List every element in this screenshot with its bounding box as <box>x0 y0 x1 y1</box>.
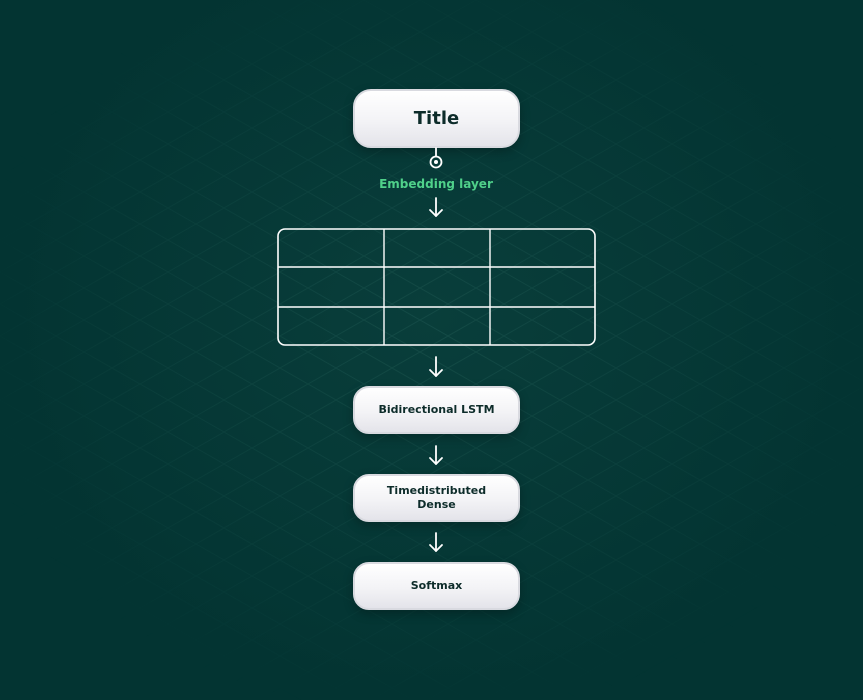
softmax-label: Softmax <box>410 579 463 592</box>
bidirectional-lstm-node: Bidirectional LSTM <box>353 386 520 434</box>
softmax-node: Softmax <box>353 562 520 610</box>
timedistributed-dense-node: Timedistributed Dense <box>353 474 520 522</box>
title-node: Title <box>353 89 520 148</box>
title-node-label: Title <box>413 108 460 129</box>
timedistributed-dense-label: Timedistributed Dense <box>386 484 487 511</box>
embedding-layer-label: Embedding layer <box>379 177 493 191</box>
embedding-grid-border <box>277 228 596 346</box>
embedding-grid <box>277 228 596 346</box>
bidirectional-lstm-label: Bidirectional LSTM <box>378 403 495 416</box>
